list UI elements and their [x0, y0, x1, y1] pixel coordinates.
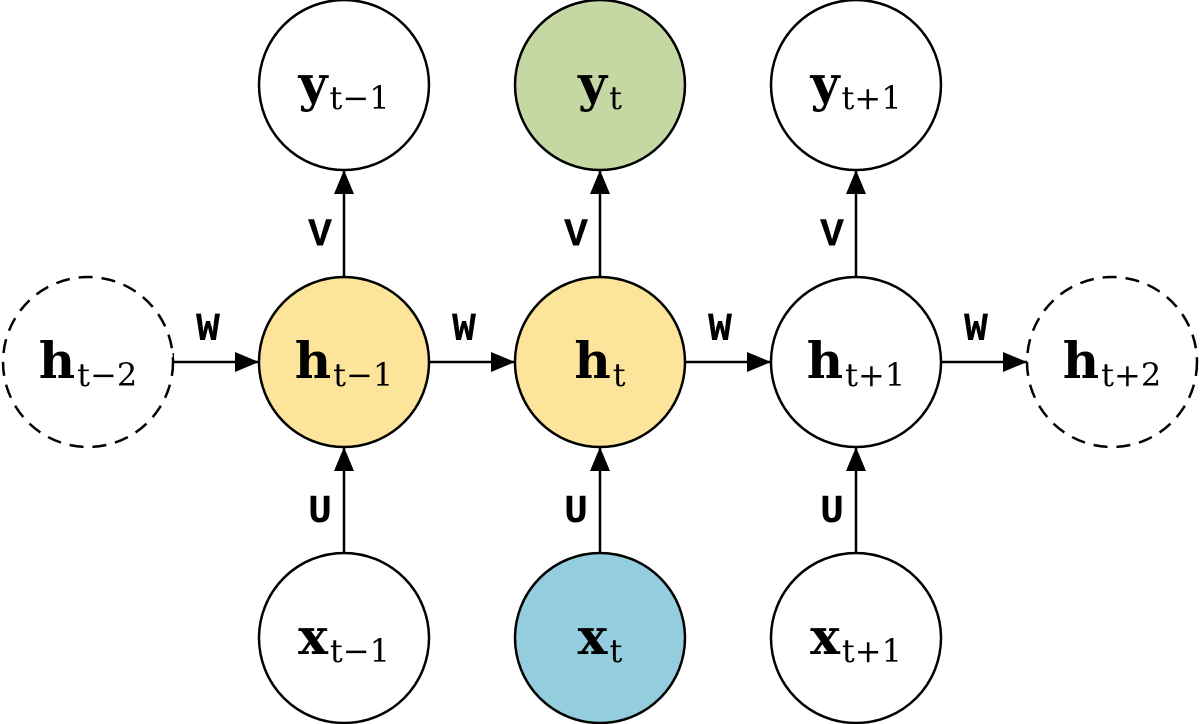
- node-label: ht: [574, 331, 625, 394]
- edge-label-V: V: [564, 214, 588, 259]
- edge-label-W: W: [708, 308, 732, 353]
- edge-x_t-to-h_t: U: [564, 447, 610, 553]
- hidden-node-circle: [257, 275, 431, 449]
- node-label: xt+1: [810, 607, 902, 670]
- node-label: ht+1: [807, 331, 905, 394]
- edge-label-W: W: [196, 308, 220, 353]
- hidden-node-circle: [769, 275, 943, 449]
- node-x_t: xt: [513, 551, 687, 724]
- node-h_t-2: ht−2: [1, 275, 175, 449]
- node-label: yt: [577, 54, 622, 117]
- node-label: ht−1: [295, 331, 393, 394]
- edge-h_t-to-y_t: V: [564, 170, 610, 277]
- edge-label-U: U: [820, 490, 844, 535]
- node-label: xt−1: [298, 607, 390, 670]
- node-h_t-1: ht−1: [257, 275, 431, 449]
- edge-h_t-to-h_t+1: W: [685, 308, 771, 372]
- node-label: yt−1: [297, 54, 389, 117]
- edge-h_t+1-to-h_t+2: W: [941, 308, 1027, 372]
- node-label: xt: [578, 607, 623, 670]
- output-node-circle: [769, 0, 943, 172]
- node-x_t-1: xt−1: [257, 551, 431, 724]
- edge-label-W: W: [964, 308, 988, 353]
- edge-h_t+1-to-y_t+1: V: [820, 170, 866, 277]
- edge-label-U: U: [308, 490, 332, 535]
- output-node-circle: [513, 0, 687, 172]
- edge-h_t-1-to-y_t-1: V: [308, 170, 354, 277]
- edge-label-W: W: [452, 308, 476, 353]
- edge-h_t-1-to-h_t: W: [429, 308, 515, 372]
- node-y_t: yt: [513, 0, 687, 172]
- edge-h_t-2-to-h_t-1: W: [172, 308, 259, 372]
- output-node-circle: [257, 0, 431, 172]
- edge-label-U: U: [564, 490, 588, 535]
- hidden-node-circle: [1025, 275, 1199, 449]
- node-h_t: ht: [513, 275, 687, 449]
- input-node-circle: [769, 551, 943, 724]
- node-y_t+1: yt+1: [769, 0, 943, 172]
- hidden-node-circle: [1, 275, 175, 449]
- hidden-node-circle: [513, 275, 687, 449]
- edge-x_t-1-to-h_t-1: U: [308, 447, 354, 553]
- input-node-circle: [513, 551, 687, 724]
- edge-label-V: V: [308, 214, 332, 259]
- node-y_t-1: yt−1: [257, 0, 431, 172]
- edge-label-V: V: [820, 214, 844, 259]
- input-node-circle: [257, 551, 431, 724]
- node-h_t+2: ht+2: [1025, 275, 1199, 449]
- edge-x_t+1-to-h_t+1: U: [820, 447, 866, 553]
- node-x_t+1: xt+1: [769, 551, 943, 724]
- node-label: yt+1: [809, 54, 901, 117]
- node-h_t+1: ht+1: [769, 275, 943, 449]
- node-label: ht+2: [1063, 331, 1161, 394]
- node-label: ht−2: [39, 331, 137, 394]
